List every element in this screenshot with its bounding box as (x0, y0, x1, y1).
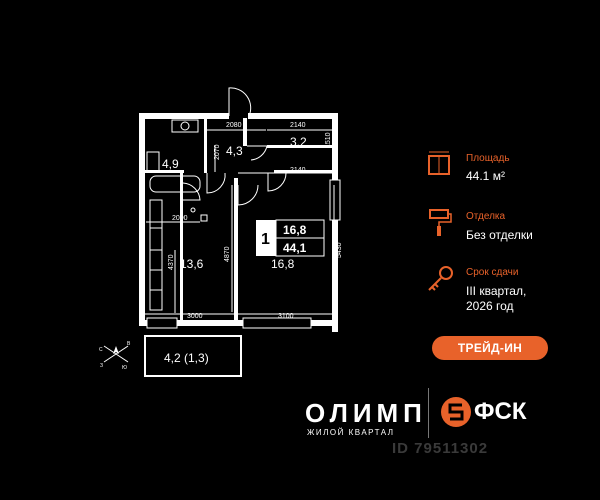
badge-total-area: 44,1 (283, 241, 307, 255)
compass-icon: С З В Ю (99, 341, 131, 371)
term-value-line1: III квартал, (466, 284, 527, 298)
finish-label: Отделка (466, 211, 506, 222)
dim-2140-top: 2140 (290, 122, 306, 129)
paint-roller-icon (429, 209, 452, 236)
area-label: Площадь (466, 153, 510, 164)
developer-logo-icon (441, 397, 471, 427)
key-icon (428, 266, 453, 291)
dim-3100: 3100 (278, 313, 294, 320)
walls (139, 113, 338, 332)
floor-plan-icon (428, 151, 450, 175)
area-badge: 1 16,8 44,1 (256, 219, 325, 257)
compass-e: В (127, 341, 131, 347)
hall-area: 4,3 (226, 144, 243, 158)
dim-4870: 4870 (224, 246, 231, 262)
brand-name: ОЛИМП (305, 398, 427, 428)
watermark: ID 79511302 (392, 440, 489, 457)
wardrobe-area: 3,2 (290, 135, 307, 149)
compass-w: З (100, 363, 103, 369)
dim-2070: 2070 (214, 144, 221, 160)
brand-tagline: ЖИЛОЙ КВАРТАЛ (307, 428, 395, 437)
dim-3000: 3000 (187, 313, 203, 320)
dim-2000: 2000 (172, 215, 188, 222)
doors (182, 87, 287, 206)
dim-1510: 1510 (325, 132, 332, 148)
kitchen-area: 13,6 (180, 257, 204, 271)
compass-n: С (99, 347, 103, 353)
dim-2140-mid: 2140 (290, 167, 306, 174)
balcony (144, 335, 242, 377)
room-count: 1 (261, 231, 270, 248)
dim-5430: 5430 (336, 242, 343, 258)
term-value-line2: 2026 год (466, 299, 514, 313)
dim-2080: 2080 (226, 122, 242, 129)
compass-s: Ю (122, 365, 127, 371)
windows (146, 179, 341, 329)
inner-lines (145, 129, 335, 315)
dim-4370: 4370 (168, 254, 175, 270)
room-area: 16,8 (271, 257, 295, 271)
fixtures (146, 119, 208, 311)
term-label: Срок сдачи (466, 267, 519, 278)
area-value: 44.1 м² (466, 169, 505, 183)
brand-divider (428, 388, 429, 438)
trade-in-button[interactable]: ТРЕЙД-ИН (432, 336, 548, 360)
developer-name: ФСК (474, 398, 527, 425)
badge-living-area: 16,8 (283, 223, 307, 237)
bathroom-area: 4,9 (162, 157, 179, 171)
finish-value: Без отделки (466, 228, 533, 242)
balcony-area: 4,2 (1,3) (164, 351, 209, 365)
